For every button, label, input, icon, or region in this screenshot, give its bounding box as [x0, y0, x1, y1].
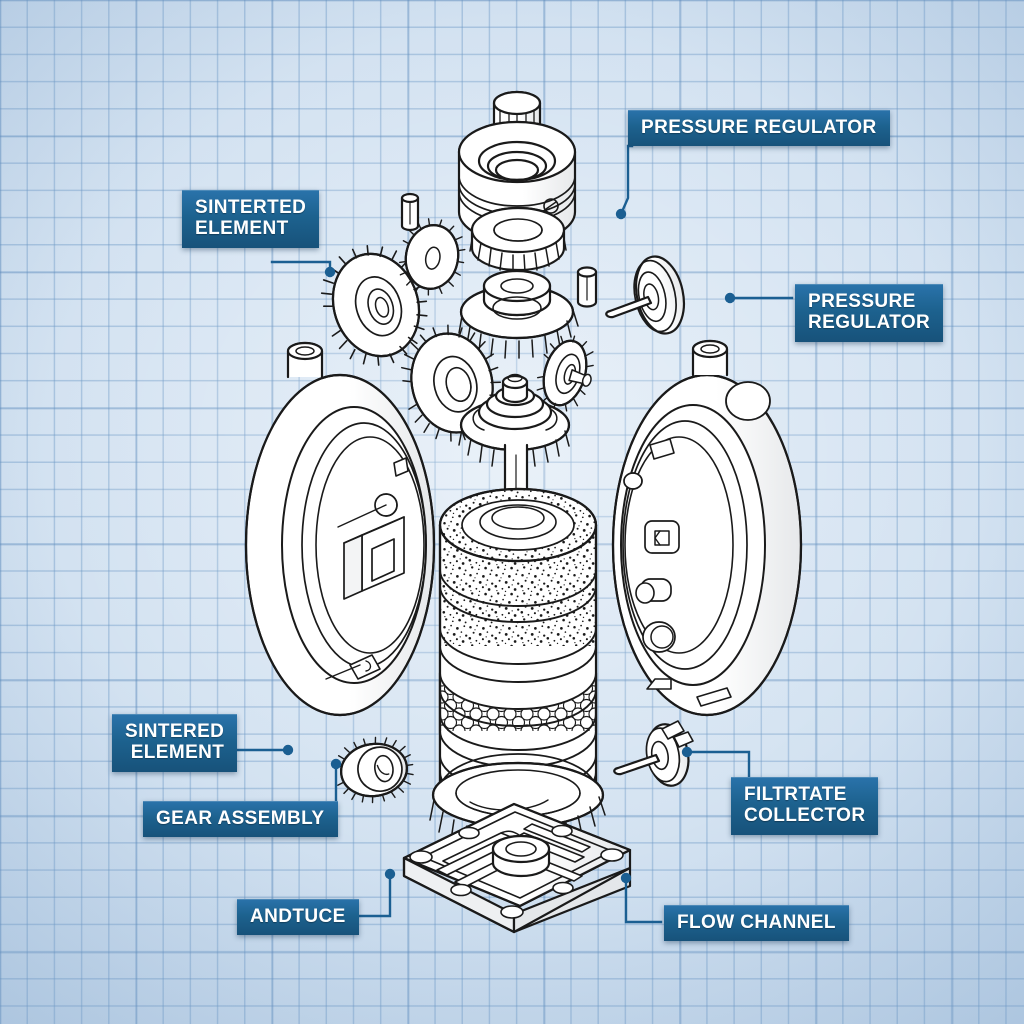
- callout-text-line1: PRESSURE REGULATOR: [641, 117, 877, 138]
- callout-text-line2: ELEMENT: [130, 742, 225, 764]
- housing-ring-right: [611, 339, 803, 717]
- leader-endpoint-sintered-element-lower: [282, 744, 294, 756]
- leader-line-flow-channel: [624, 876, 663, 924]
- leader-endpoint-filtrate-collector: [681, 746, 693, 758]
- callout-text-line2: COLLECTOR: [744, 805, 866, 827]
- cluster-gear-right: [536, 335, 594, 412]
- leader-endpoint-flow-channel: [620, 872, 632, 884]
- callout-gear-assembly[interactable]: GEAR ASSEMBLY: [143, 801, 338, 838]
- callout-text-line1: GEAR ASSEMBLY: [156, 808, 325, 829]
- leader-endpoint-andtuce: [384, 868, 396, 880]
- cluster-gear-bottom: [458, 373, 571, 469]
- regulator-gear: [469, 206, 567, 273]
- cluster-gear-top: [458, 269, 579, 359]
- leader-endpoint-gear-assembly: [330, 758, 342, 770]
- loose-gear-small: [398, 218, 466, 296]
- dowel-pin-left: [400, 192, 420, 232]
- base-plate: [402, 802, 632, 934]
- leader-endpoint-pressure-regulator-top: [615, 208, 627, 220]
- callout-andtuce[interactable]: ANDTUCE: [237, 899, 359, 936]
- leader-endpoint-sintered-element-upper: [324, 266, 336, 278]
- housing-ring-left: [244, 341, 436, 717]
- callout-flow-channel[interactable]: FLOW CHANNEL: [664, 905, 849, 942]
- collector-disc-upper: [605, 255, 686, 335]
- callout-text-line1: SINTERTED: [195, 197, 307, 218]
- leader-line-pressure-regulator-top: [619, 144, 634, 216]
- callout-text-line1: SINTERED: [125, 721, 225, 742]
- callout-text-line2: REGULATOR: [808, 312, 931, 334]
- callout-text-line2: ELEMENT: [195, 218, 289, 240]
- pressure-regulator-assembly: [457, 90, 577, 273]
- callout-text-line1: ANDTUCE: [250, 906, 346, 927]
- leader-line-filtrate-collector: [685, 750, 751, 779]
- dowel-pin-right: [576, 266, 598, 308]
- leader-line-sintered-element-upper: [270, 260, 332, 274]
- loose-gear-large: [320, 244, 428, 366]
- cluster-gear-left: [401, 324, 502, 442]
- callout-text-line1: FLOW CHANNEL: [677, 912, 836, 933]
- callout-text-line1: FILTRTATE: [744, 784, 847, 805]
- callout-text-line1: PRESSURE: [808, 291, 916, 312]
- idler-gear: [334, 736, 414, 804]
- leader-endpoint-pressure-regulator-right: [724, 292, 736, 304]
- collector-disc-lower: [613, 720, 694, 787]
- callout-pressure-regulator-top[interactable]: PRESSURE REGULATOR: [628, 110, 890, 147]
